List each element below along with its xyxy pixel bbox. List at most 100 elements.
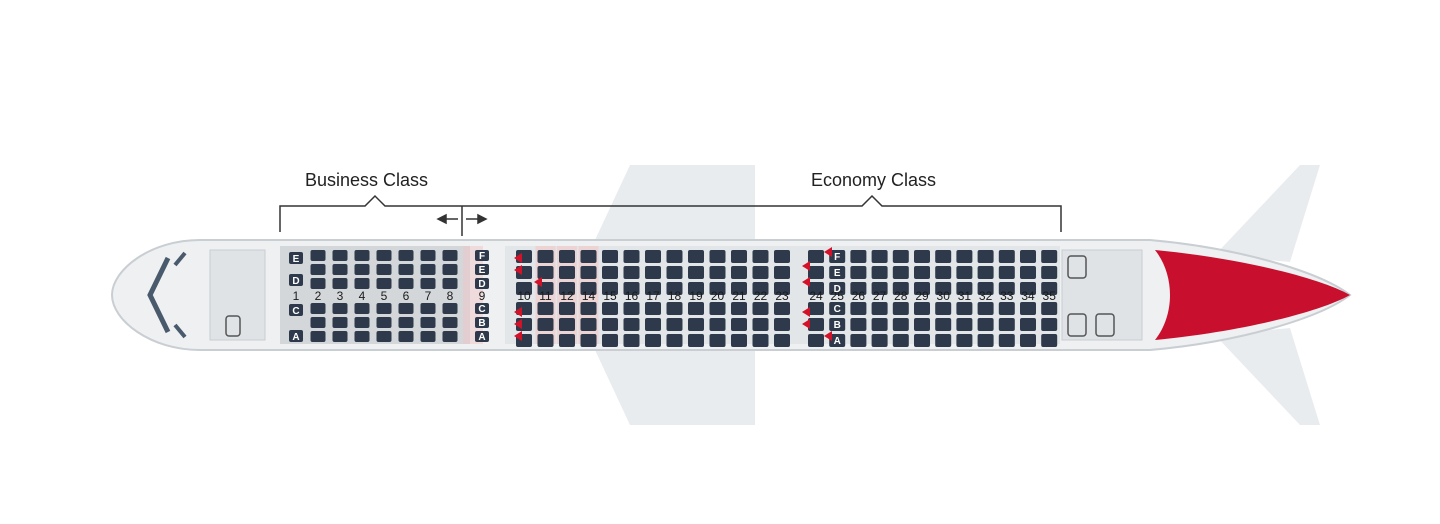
seat[interactable] — [332, 264, 348, 275]
seat[interactable] — [354, 317, 370, 328]
seat[interactable] — [956, 302, 973, 315]
seat[interactable] — [580, 318, 597, 331]
seat[interactable] — [829, 318, 846, 331]
seat[interactable] — [688, 250, 704, 263]
seat[interactable] — [956, 266, 973, 279]
seat[interactable] — [829, 266, 846, 279]
seat[interactable] — [475, 264, 489, 275]
seat[interactable] — [1041, 302, 1058, 315]
seat[interactable] — [1041, 250, 1058, 263]
seat[interactable] — [623, 250, 640, 263]
seat[interactable] — [537, 250, 554, 263]
seat[interactable] — [420, 264, 436, 275]
seat[interactable] — [442, 303, 458, 314]
seat[interactable] — [752, 318, 769, 331]
seat[interactable] — [774, 282, 790, 295]
seat[interactable] — [310, 278, 326, 289]
seat[interactable] — [956, 282, 973, 295]
seat[interactable] — [559, 266, 575, 279]
seat[interactable] — [808, 302, 824, 315]
seat[interactable] — [398, 303, 414, 314]
seat[interactable] — [977, 318, 994, 331]
seat[interactable] — [376, 264, 392, 275]
seat[interactable] — [998, 302, 1015, 315]
seat[interactable] — [731, 334, 747, 347]
seat[interactable] — [310, 317, 326, 328]
seat[interactable] — [602, 334, 618, 347]
seat[interactable] — [354, 303, 370, 314]
seat[interactable] — [935, 250, 952, 263]
seat[interactable] — [998, 282, 1015, 295]
seat[interactable] — [645, 302, 661, 315]
seat[interactable] — [580, 250, 597, 263]
seat[interactable] — [709, 302, 726, 315]
seat[interactable] — [829, 250, 846, 263]
seat[interactable] — [1041, 282, 1058, 295]
seat[interactable] — [914, 250, 930, 263]
seat[interactable] — [808, 266, 824, 279]
seat[interactable] — [709, 266, 726, 279]
seat[interactable] — [871, 302, 888, 315]
seat[interactable] — [1020, 334, 1036, 347]
seat[interactable] — [850, 318, 867, 331]
seat[interactable] — [752, 302, 769, 315]
seat[interactable] — [850, 334, 867, 347]
seat[interactable] — [559, 302, 575, 315]
seat[interactable] — [666, 250, 683, 263]
seat[interactable] — [623, 334, 640, 347]
seat[interactable] — [645, 266, 661, 279]
seat[interactable] — [310, 331, 326, 342]
seat[interactable] — [289, 330, 303, 342]
seat[interactable] — [398, 317, 414, 328]
seat[interactable] — [666, 318, 683, 331]
seat[interactable] — [935, 318, 952, 331]
seat[interactable] — [998, 318, 1015, 331]
seat[interactable] — [623, 302, 640, 315]
seat[interactable] — [688, 318, 704, 331]
seat[interactable] — [850, 282, 867, 295]
seat[interactable] — [774, 334, 790, 347]
seat[interactable] — [289, 252, 303, 264]
seat[interactable] — [398, 264, 414, 275]
seat[interactable] — [580, 266, 597, 279]
seat[interactable] — [774, 250, 790, 263]
seat[interactable] — [1020, 250, 1036, 263]
seat[interactable] — [1020, 266, 1036, 279]
seat[interactable] — [310, 250, 326, 261]
seat[interactable] — [871, 250, 888, 263]
seat[interactable] — [645, 318, 661, 331]
seat[interactable] — [442, 317, 458, 328]
seat[interactable] — [850, 266, 867, 279]
seat[interactable] — [892, 250, 909, 263]
seat[interactable] — [977, 250, 994, 263]
seat[interactable] — [602, 282, 618, 295]
seat[interactable] — [956, 250, 973, 263]
seat[interactable] — [871, 266, 888, 279]
seat[interactable] — [420, 331, 436, 342]
seat[interactable] — [808, 334, 824, 347]
seat[interactable] — [709, 282, 726, 295]
seat[interactable] — [1041, 266, 1058, 279]
seat[interactable] — [850, 250, 867, 263]
seat[interactable] — [354, 278, 370, 289]
seat[interactable] — [537, 302, 554, 315]
seat[interactable] — [774, 318, 790, 331]
seat[interactable] — [559, 334, 575, 347]
seat[interactable] — [731, 250, 747, 263]
seat[interactable] — [892, 282, 909, 295]
seat[interactable] — [731, 266, 747, 279]
seat[interactable] — [602, 318, 618, 331]
seat[interactable] — [666, 302, 683, 315]
seat[interactable] — [666, 266, 683, 279]
seat[interactable] — [688, 266, 704, 279]
seat[interactable] — [420, 317, 436, 328]
seat[interactable] — [332, 250, 348, 261]
seat[interactable] — [914, 282, 930, 295]
seat[interactable] — [332, 303, 348, 314]
seat[interactable] — [559, 318, 575, 331]
seat[interactable] — [442, 278, 458, 289]
seat[interactable] — [731, 282, 747, 295]
seat[interactable] — [559, 282, 575, 295]
seat[interactable] — [376, 250, 392, 261]
seat[interactable] — [688, 334, 704, 347]
